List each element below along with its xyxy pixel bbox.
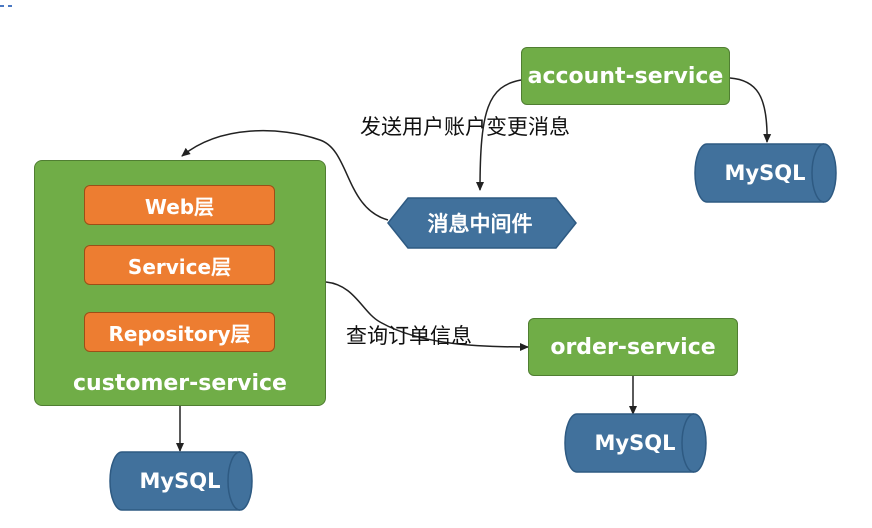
repository-layer-label: Repository层 (108, 321, 251, 346)
web-layer-box: Web层 (84, 185, 275, 225)
account-db-label: MySQL (724, 161, 806, 185)
edge-account-to-middleware (476, 79, 522, 191)
message-middleware-shape (387, 197, 577, 249)
service-layer-box: Service层 (84, 245, 275, 285)
message-middleware-label: 消息中间件 (427, 212, 533, 236)
database-cylinder-customer (109, 451, 253, 511)
account-service-label: account-service (527, 63, 724, 89)
web-layer-label: Web层 (144, 194, 215, 219)
repository-layer-box: Repository层 (84, 312, 275, 352)
edge-account-to-db (729, 77, 772, 143)
edge-middleware-to-customer (181, 129, 389, 221)
edge-customer-to-order (325, 281, 529, 351)
customer-service-label: customer-service (73, 371, 287, 396)
order-db-label: MySQL (594, 431, 676, 455)
database-cylinder-account (694, 143, 837, 203)
corner-mark (0, 5, 12, 7)
edge-label-send-account-change: 发送用户账户变更消息 (360, 115, 570, 139)
service-layer-label: Service层 (127, 254, 232, 279)
database-cylinder-order (564, 413, 707, 473)
account-service-node: account-service (521, 47, 730, 105)
order-service-label: order-service (550, 334, 716, 360)
customer-service-node: Web层 Service层 Repository层 customer-servi… (34, 160, 326, 406)
edge-label-query-order-info: 查询订单信息 (346, 324, 472, 348)
customer-db-label: MySQL (139, 469, 221, 493)
order-service-node: order-service (528, 318, 738, 376)
